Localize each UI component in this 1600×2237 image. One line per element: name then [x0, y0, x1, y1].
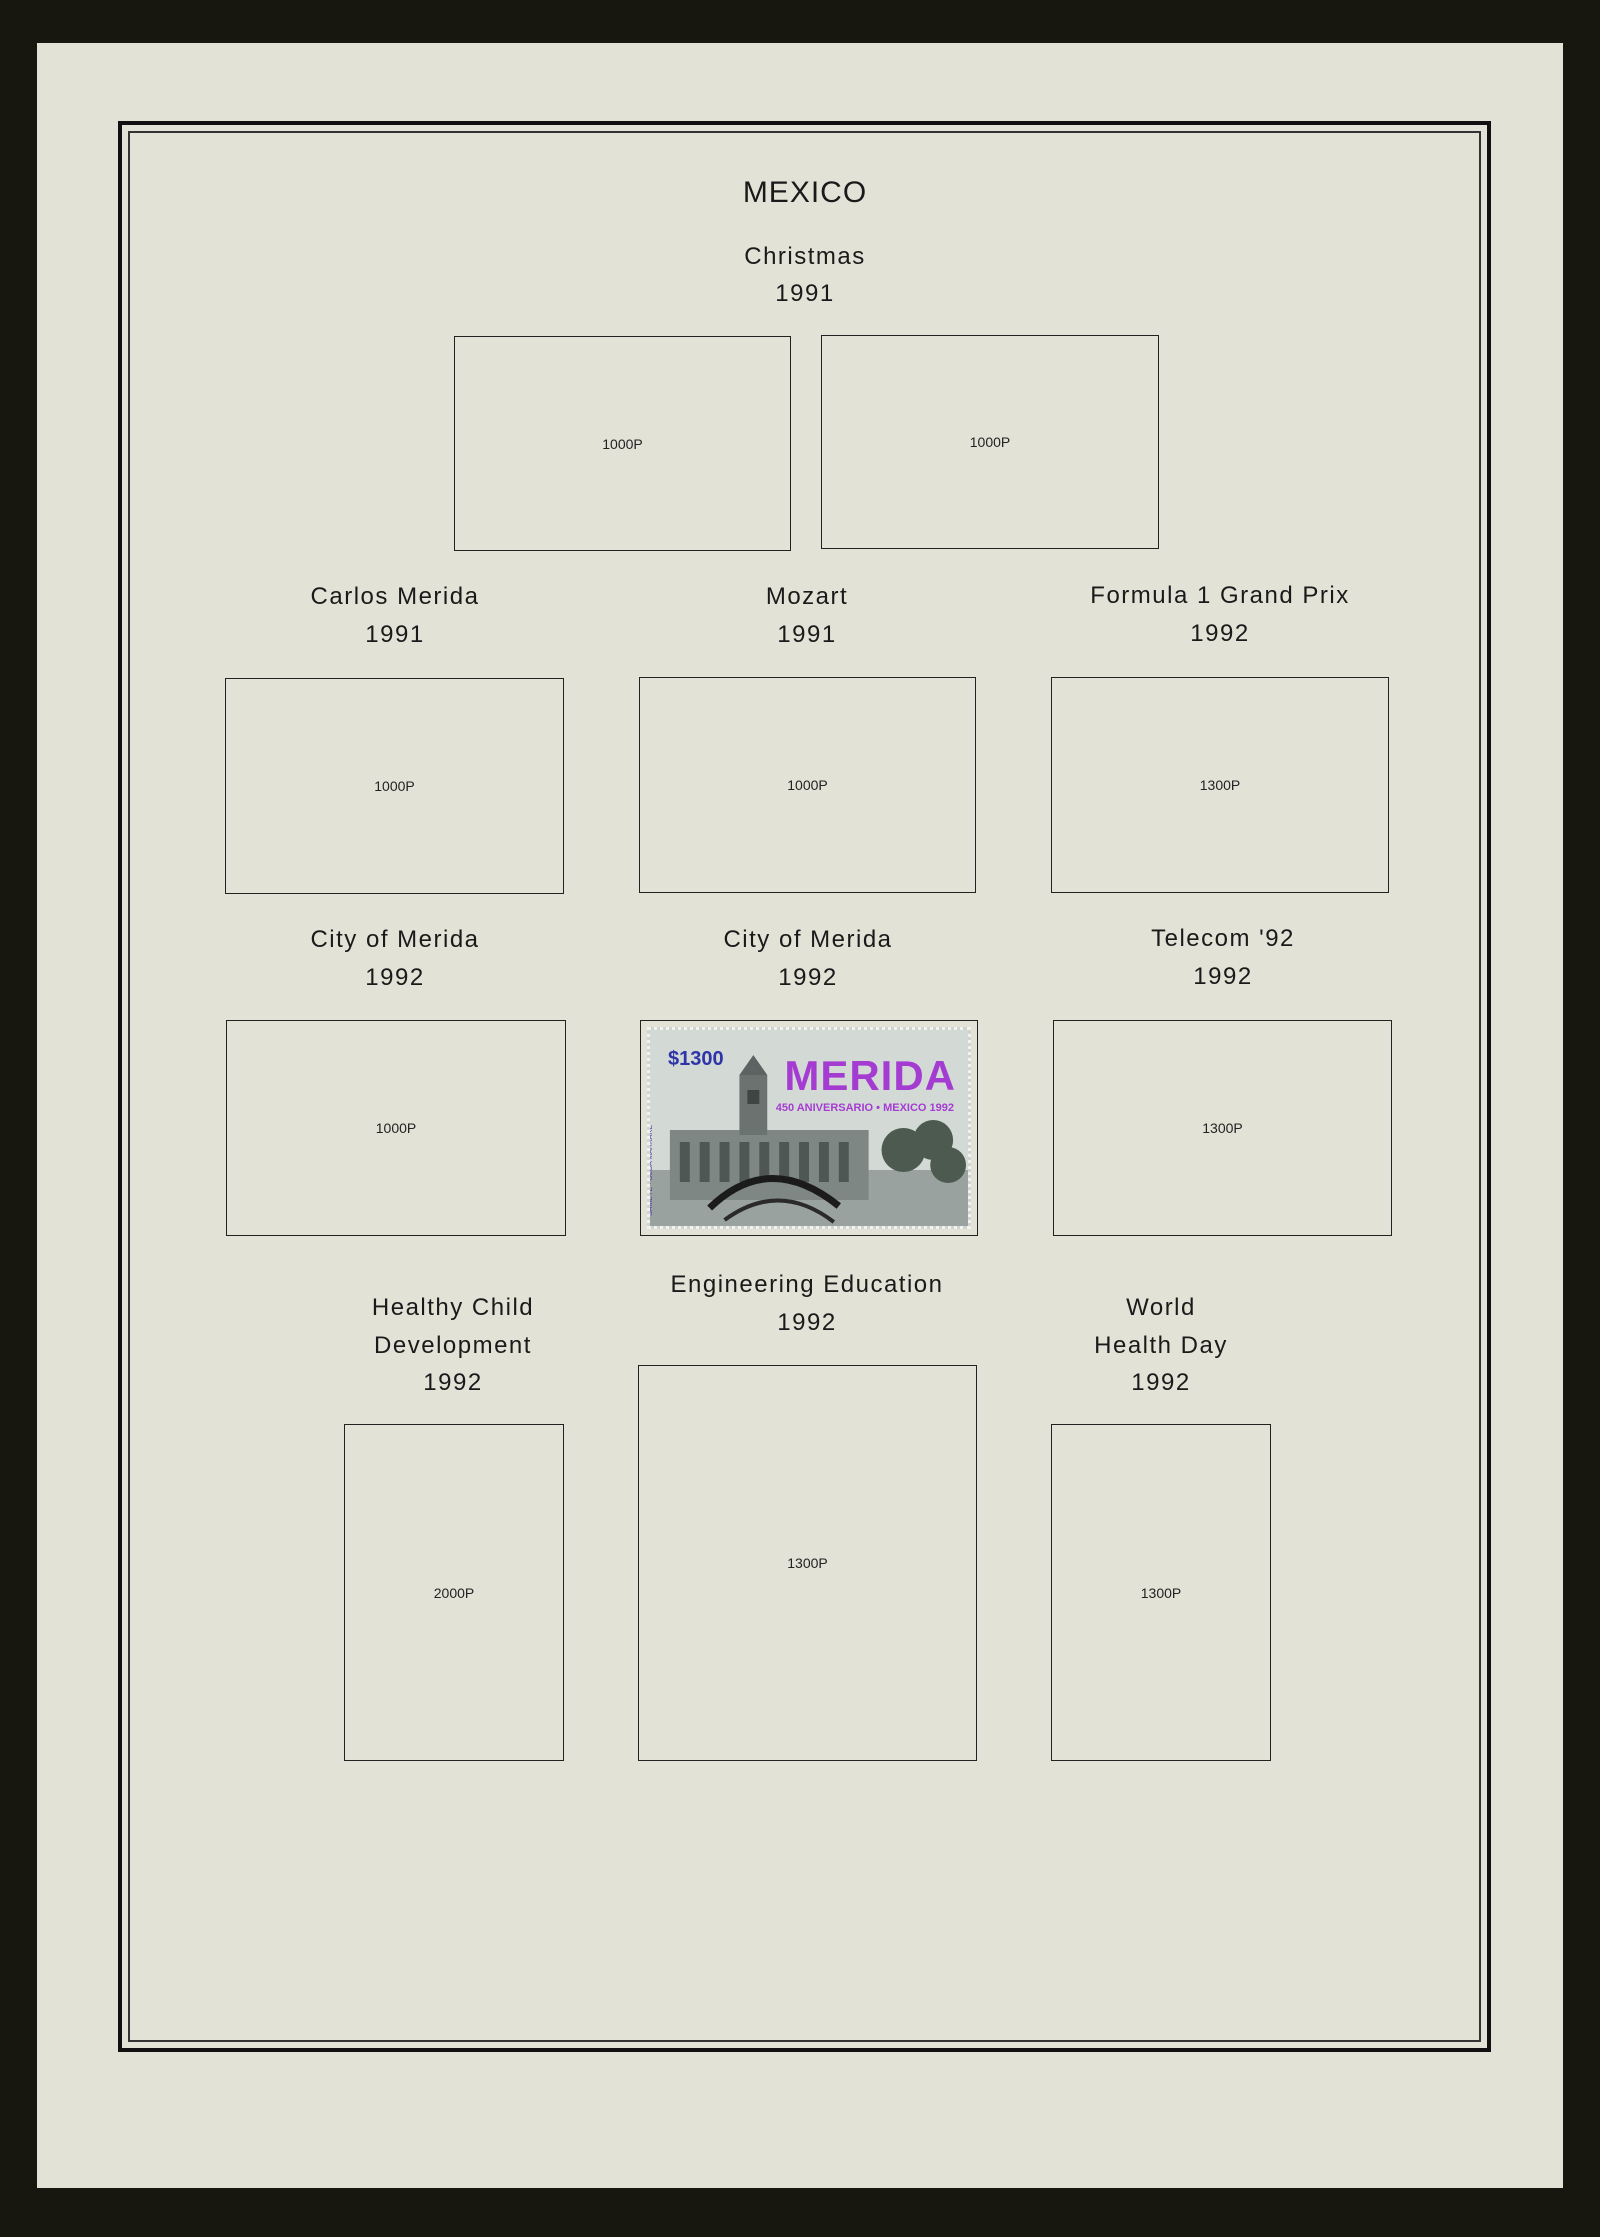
heading-telecom-name: Telecom '92 — [1151, 925, 1295, 952]
heading-mozart-name: Mozart — [765, 583, 849, 610]
heading-christmas-year: 1991 — [775, 280, 835, 307]
stamp-space: 1000P — [454, 336, 791, 551]
stamp-space: 1000P — [226, 1020, 566, 1236]
denomination-label: 1300P — [787, 1555, 828, 1571]
stamp-space: 1000P — [639, 677, 976, 893]
heading-carlos-merida-year: 1991 — [365, 621, 425, 648]
heading-telecom-year: 1992 — [1193, 963, 1253, 990]
heading-world-health-day-year: 1992 — [1131, 1369, 1191, 1396]
page-border-inner — [128, 131, 1481, 2042]
heading-healthy-child-line2: Development — [374, 1332, 532, 1359]
heading-engineering-education-name: Engineering Education — [670, 1271, 944, 1298]
denomination-label: 1300P — [1140, 1584, 1182, 1601]
heading-city-of-merida-name: City of Merida — [723, 926, 893, 953]
heading-christmas-name: Christmas — [744, 243, 866, 270]
stamp-credit: SAMEYE · OLGA MARKARE — [647, 1124, 654, 1216]
denomination-label: 2000P — [433, 1584, 475, 1601]
stamp-space: 1300P — [1051, 1424, 1271, 1761]
stamp-space: 1300P — [1051, 677, 1389, 893]
heading-world-health-day-line1: World — [1126, 1294, 1196, 1321]
heading-mozart-year: 1991 — [777, 621, 837, 648]
stamp-space-filled: $1300 MERIDA 450 ANIVERSARIO • MEXICO 19… — [640, 1020, 978, 1236]
stamp-space: 1000P — [225, 678, 564, 894]
heading-healthy-child-line1: Healthy Child — [371, 1294, 535, 1321]
denomination-label: 1000P — [374, 778, 415, 794]
stamp-name: MERIDA — [784, 1052, 956, 1099]
stamp-space: 2000P — [344, 1424, 564, 1761]
stamp-space: 1300P — [1053, 1020, 1392, 1236]
stamp-space: 1300P — [638, 1365, 977, 1761]
heading-city-of-merida-year: 1992 — [778, 964, 838, 991]
page-title: MEXICO — [742, 176, 868, 209]
merida-stamp: $1300 MERIDA 450 ANIVERSARIO • MEXICO 19… — [647, 1027, 971, 1229]
heading-world-health-day-line2: Health Day — [1094, 1332, 1228, 1359]
heading-formula1-year: 1992 — [1190, 620, 1250, 647]
page-border-outer — [118, 121, 1491, 2052]
denomination-label: 1300P — [1202, 1120, 1243, 1136]
stamp-subtitle: 450 ANIVERSARIO • MEXICO 1992 — [775, 1102, 954, 1114]
heading-city-of-merida-year: 1992 — [365, 964, 425, 991]
denomination-label: 1000P — [602, 435, 643, 452]
heading-city-of-merida-name: City of Merida — [310, 926, 480, 953]
denomination-label: 1300P — [1199, 777, 1241, 793]
heading-carlos-merida-name: Carlos Merida — [310, 583, 480, 610]
heading-healthy-child-year: 1992 — [423, 1369, 483, 1396]
heading-formula1-name: Formula 1 Grand Prix — [1090, 582, 1350, 609]
denomination-label: 1000P — [787, 777, 828, 793]
denomination-label: 1000P — [969, 434, 1011, 450]
heading-engineering-education-year: 1992 — [777, 1309, 837, 1336]
stamp-building-illustration — [650, 1030, 968, 1226]
stamp-price: $1300 — [668, 1048, 724, 1070]
denomination-label: 1000P — [375, 1120, 417, 1136]
stamp-space: 1000P — [821, 335, 1159, 549]
